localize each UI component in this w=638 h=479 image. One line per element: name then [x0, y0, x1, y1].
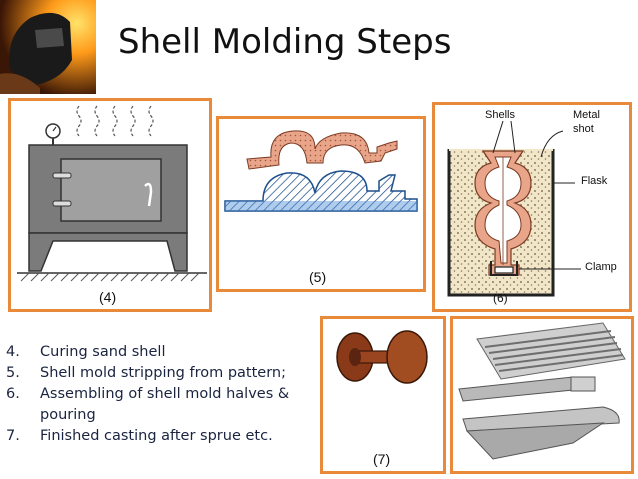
step-text: Assembling of shell mold halves & pourin…	[40, 386, 290, 423]
slide-title: Shell Molding Steps	[118, 22, 452, 62]
casting-photo-panel	[450, 316, 634, 474]
list-item: 4. Curing sand shell	[6, 342, 324, 363]
figure-stripping-caption: (5)	[309, 269, 327, 285]
step-number: 6.	[6, 386, 20, 402]
step-number: 5.	[6, 365, 20, 381]
label-shells: Shells	[485, 109, 515, 121]
step-text: Shell mold stripping from pattern;	[40, 365, 287, 381]
shell-assembly-figure	[447, 120, 581, 297]
curing-oven-figure	[17, 105, 207, 282]
figure-casting-caption: (7)	[373, 451, 391, 467]
figure-assembly-panel: Shells Metal shot Flask Clamp (6)	[432, 102, 632, 312]
step-number: 7.	[6, 428, 20, 444]
list-item: 7. Finished casting after sprue etc.	[6, 426, 324, 447]
figure-oven-caption: (4)	[99, 289, 117, 305]
label-shot: shot	[573, 123, 594, 135]
label-clamp: Clamp	[585, 261, 617, 273]
grill-castings-photo	[458, 322, 626, 460]
figure-assembly-caption: (6)	[493, 291, 508, 305]
steps-list: 4. Curing sand shell 5. Shell mold strip…	[6, 342, 324, 447]
dumbbell-casting-figure	[336, 330, 428, 384]
list-item: 5. Shell mold stripping from pattern;	[6, 363, 324, 384]
label-flask: Flask	[581, 175, 608, 187]
figure-casting-panel: (7)	[320, 316, 446, 474]
step-text: Curing sand shell	[40, 344, 166, 360]
figure-oven-panel: (4)	[8, 98, 212, 312]
welder-logo-icon	[0, 0, 96, 94]
label-metal: Metal	[573, 109, 600, 121]
step-text: Finished casting after sprue etc.	[40, 428, 273, 444]
figure-stripping-panel: (5)	[216, 116, 426, 292]
step-number: 4.	[6, 344, 20, 360]
list-item: 6. Assembling of shell mold halves & pou…	[6, 384, 324, 426]
shell-stripping-figure	[224, 130, 418, 212]
